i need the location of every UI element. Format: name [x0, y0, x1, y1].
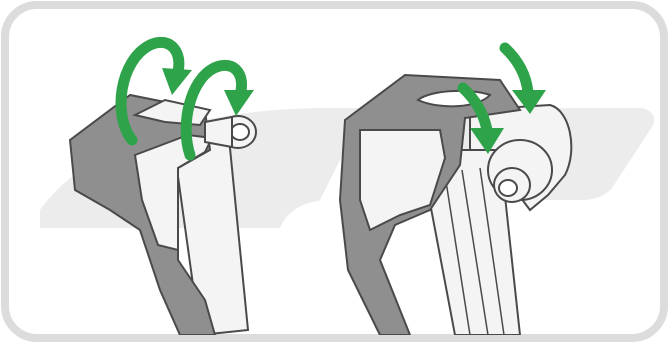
down-arrow-icon	[499, 42, 534, 98]
left-bolt	[204, 115, 257, 149]
right-assembly	[338, 42, 573, 335]
right-bracket-channel	[359, 129, 447, 232]
down-arrowhead-1	[512, 90, 546, 114]
right-rail	[418, 149, 522, 335]
rotate-arrowhead-2	[224, 90, 254, 116]
down-arrowhead-2	[470, 128, 504, 154]
left-bracket-channel	[133, 133, 214, 252]
rotate-clockwise-icon	[180, 59, 248, 161]
down-arrow-icon	[457, 82, 493, 136]
left-assembly	[68, 36, 257, 335]
rotate-clockwise-icon	[115, 36, 185, 146]
rotate-arrowhead-1	[162, 68, 192, 95]
right-bolt	[487, 139, 553, 203]
